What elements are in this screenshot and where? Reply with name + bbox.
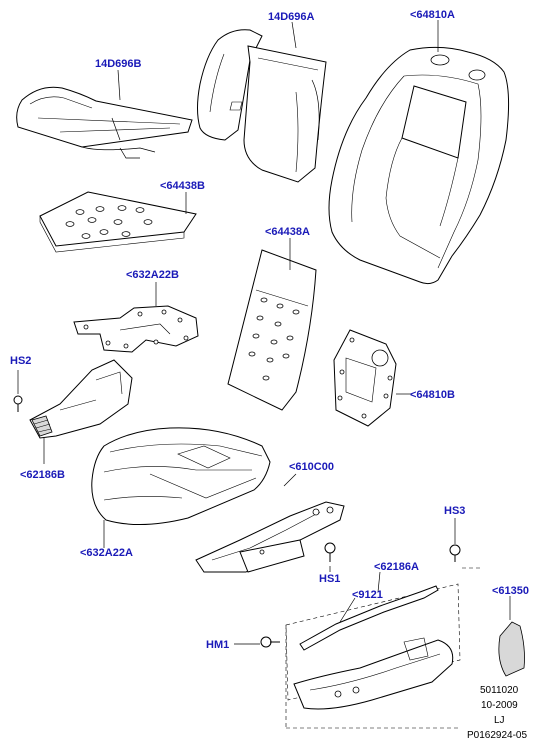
footer-block: 5011020 10-2009 LJ P0162924-05: [467, 685, 527, 741]
label-64438a: <64438A: [265, 226, 310, 238]
label-14d696a: 14D696A: [268, 11, 315, 23]
label-610c00: <610C00: [289, 461, 334, 473]
cushion-frame-part: [195, 501, 345, 573]
cushion-insert-part: [39, 191, 197, 253]
back-frame-plate-part: [333, 329, 397, 427]
label-64810a: <64810A: [410, 9, 455, 21]
footer-initials: LJ: [494, 715, 505, 726]
label-62186b: <62186B: [20, 469, 65, 481]
label-64810b: <64810B: [410, 389, 455, 401]
callout-labels: 14D696A 14D696B <64810A <64438B <64438A …: [10, 9, 529, 651]
screw-hs3-part: [449, 544, 461, 562]
cushion-pad-part: [91, 427, 271, 525]
cover-part: [498, 621, 525, 677]
footer-date: 10-2009: [481, 700, 518, 711]
back-pad-part: [328, 46, 510, 285]
screw-hs2-part: [13, 395, 23, 412]
side-bracket-part: [29, 359, 133, 439]
label-62186a: <62186A: [374, 561, 419, 573]
label-64438b: <64438B: [160, 180, 205, 192]
label-632a22a: <632A22A: [80, 547, 133, 559]
label-61350: <61350: [492, 585, 529, 597]
heater-mat-cushion-part: [16, 86, 193, 159]
footer-code: 5011020: [480, 685, 519, 696]
label-9121: <9121: [352, 589, 383, 601]
label-hs1: HS1: [319, 573, 340, 585]
heater-mat-back-part: [197, 29, 327, 183]
leader-lines: [17, 20, 511, 729]
side-trim-part: [285, 583, 461, 710]
label-632a22b: <632A22B: [126, 269, 179, 281]
label-14d696b: 14D696B: [95, 58, 142, 70]
label-hs3: HS3: [444, 505, 465, 517]
label-hs2: HS2: [10, 355, 31, 367]
footer-ref: P0162924-05: [467, 730, 527, 741]
cushion-support-part: [73, 305, 199, 353]
label-hm1: HM1: [206, 639, 229, 651]
screw-hs1-part: [324, 542, 336, 562]
back-insert-part: [227, 249, 317, 411]
clip-hm1-part: [260, 636, 280, 648]
trim-strip-part: [299, 585, 439, 651]
